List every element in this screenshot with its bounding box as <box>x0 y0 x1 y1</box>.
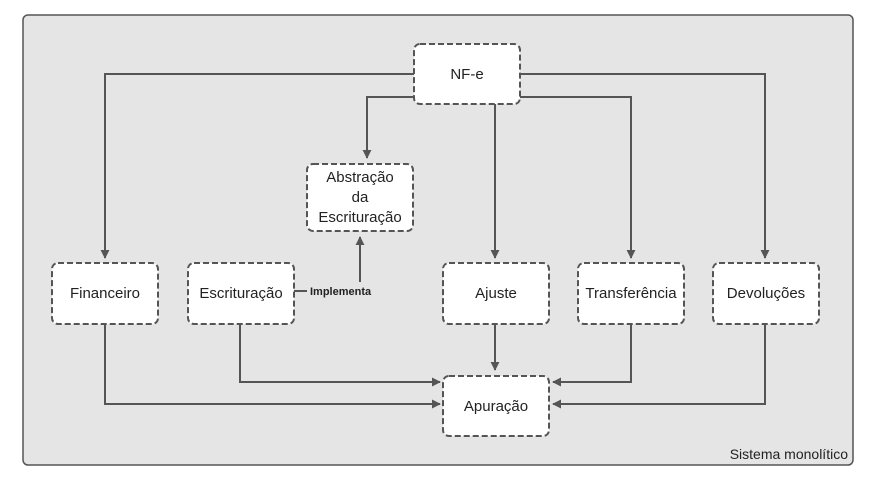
node-financeiro-box <box>51 262 159 325</box>
node-apuracao-box <box>442 375 550 437</box>
edges <box>100 73 770 409</box>
node-abstracao-line-2: da <box>352 189 369 206</box>
node-abstracao-box <box>306 163 414 232</box>
node-transferencia-box <box>577 262 685 325</box>
monolithic-system-container: Sistema monolítico <box>22 14 854 466</box>
node-escrituracao: Escrituração <box>199 285 282 302</box>
node-abstracao: Abstração da Escrituração <box>318 169 401 226</box>
node-escrituracao-box <box>187 262 295 325</box>
container-label: Sistema monolítico <box>730 446 848 462</box>
node-financeiro: Financeiro <box>70 285 140 302</box>
edge-nfe-transferencia <box>520 96 636 259</box>
node-transferencia: Transferência <box>585 285 677 302</box>
node-abstracao-line-1: Abstração <box>326 169 394 186</box>
nodes <box>51 43 820 437</box>
node-nfe: NF-e <box>450 66 483 83</box>
edge-nfe-devolucoes <box>520 73 770 259</box>
edge-devolucoes-apuracao <box>552 324 766 409</box>
node-ajuste: Ajuste <box>475 285 517 302</box>
edge-nfe-abstracao <box>362 96 414 159</box>
node-ajuste-box <box>442 262 550 325</box>
node-devolucoes-box <box>712 262 820 325</box>
node-apuracao: Apuração <box>464 398 528 415</box>
edge-financeiro-apuracao <box>104 324 441 409</box>
node-nfe-box <box>413 43 521 105</box>
node-devolucoes: Devoluções <box>727 285 805 302</box>
edge-transferencia-apuracao <box>552 324 632 387</box>
implementa-label: Implementa <box>310 286 372 298</box>
edge-nfe-financeiro <box>100 73 414 259</box>
node-abstracao-line-3: Escrituração <box>318 209 401 226</box>
edge-escrituracao-apuracao <box>239 324 441 387</box>
